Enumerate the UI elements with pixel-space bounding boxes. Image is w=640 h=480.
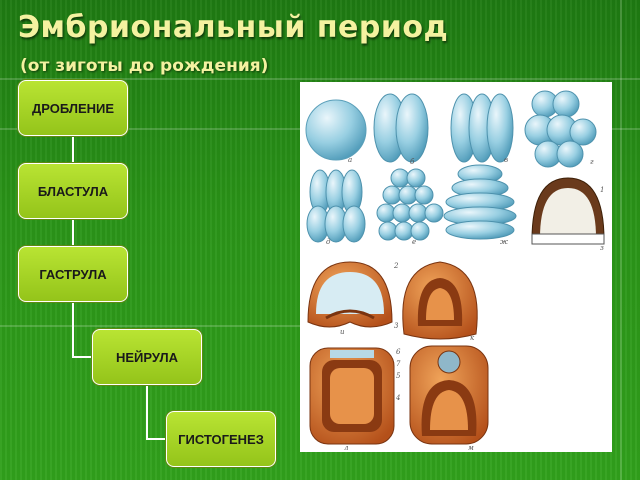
- stage-blastula-section: [531, 177, 605, 245]
- tree-connector: [146, 438, 168, 440]
- embryo-development-illustration: а б в г д е ж з и к л м 1 2 3 4 5 6 7: [300, 82, 612, 452]
- stage-four-cells: [450, 93, 514, 163]
- bg-line: [0, 325, 300, 327]
- page-subtitle: (от зиготы до рождения): [20, 56, 269, 76]
- figure-label: ж: [500, 238, 508, 246]
- stage-eight-cells: [524, 90, 597, 168]
- embryo-illustration-svg: а б в г д е ж з и к л м 1 2 3 4 5 6 7: [305, 90, 605, 452]
- figure-label: 2: [393, 262, 399, 270]
- figure-label: 6: [396, 348, 401, 356]
- figure-label: б: [410, 158, 415, 166]
- figure-label: 3: [394, 322, 399, 330]
- stage-late-morula: [443, 164, 517, 240]
- bg-line: [0, 78, 640, 80]
- stage-two-cells: [373, 93, 429, 163]
- page-title: Эмбриональный период: [18, 10, 449, 45]
- figure-label: и: [340, 328, 345, 336]
- tree-node-histogenesis: ГИСТОГЕНЕЗ: [166, 411, 276, 467]
- figure-label: 7: [396, 360, 401, 368]
- figure-label: г: [590, 158, 594, 166]
- tree-node-gastrula: ГАСТРУЛА: [18, 246, 128, 302]
- tree-node-neurula: НЕЙРУЛА: [92, 329, 202, 385]
- figure-label: м: [468, 444, 474, 452]
- stage-neurula-late: [409, 345, 489, 445]
- stage-gastrula-early: [307, 261, 393, 328]
- stage-gastrula-late: [402, 261, 478, 340]
- figure-label: 5: [396, 372, 401, 380]
- figure-label: к: [470, 334, 475, 342]
- stage-sixteen-cells: [306, 169, 366, 243]
- figure-label: е: [412, 238, 416, 246]
- figure-label: д: [326, 238, 331, 246]
- tree-node-blastula: БЛАСТУЛА: [18, 163, 128, 219]
- figure-label: 4: [395, 394, 400, 402]
- figure-label: з: [600, 244, 604, 252]
- stage-morula: [376, 168, 444, 241]
- figure-label: 1: [600, 186, 604, 194]
- figure-label: а: [348, 156, 352, 164]
- tree-connector: [146, 384, 148, 440]
- stage-neurula-early: [309, 347, 395, 445]
- figure-label: л: [344, 444, 348, 452]
- figure-label: в: [504, 156, 508, 164]
- stage-zygote: [305, 99, 367, 161]
- tree-connector: [72, 356, 94, 358]
- bg-line: [620, 0, 622, 480]
- tree-node-cleavage: ДРОБЛЕНИЕ: [18, 80, 128, 136]
